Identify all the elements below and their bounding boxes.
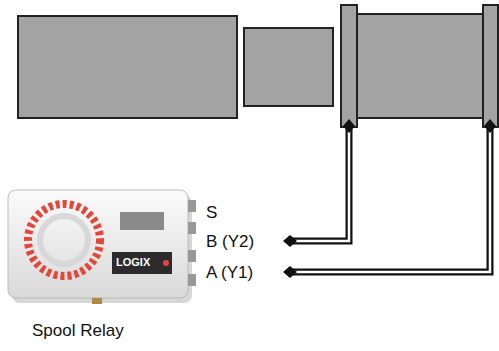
port-marker bbox=[283, 119, 496, 278]
signal-name: A (Y1) bbox=[206, 264, 253, 281]
signal-name: S bbox=[206, 204, 217, 221]
flange bbox=[483, 5, 498, 127]
part-name: Spool Relay bbox=[32, 322, 124, 339]
actuator-body bbox=[18, 16, 237, 118]
flange bbox=[341, 5, 357, 127]
yoke bbox=[244, 28, 333, 106]
tubing bbox=[292, 126, 490, 272]
spool-relay-device bbox=[8, 190, 196, 304]
signal-name: B (Y2) bbox=[206, 233, 254, 250]
cylinder bbox=[357, 14, 485, 118]
product-logo: LOGIX bbox=[116, 257, 150, 268]
